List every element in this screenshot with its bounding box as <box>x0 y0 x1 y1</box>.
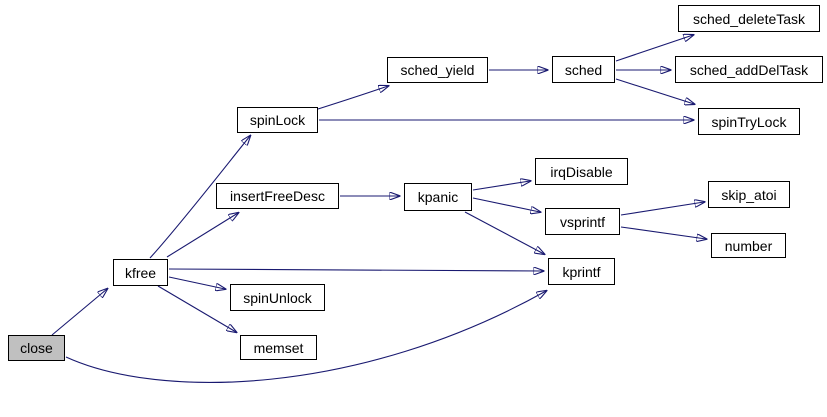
edge-kpanic-vsprintf <box>472 197 540 212</box>
edge-kpanic-irqDisable <box>472 181 530 191</box>
edge-vsprintf-skip_atoi <box>620 202 704 216</box>
edge-kfree-memset <box>157 285 236 332</box>
edge-kfree-spinUnlock <box>168 276 225 289</box>
node-sched[interactable]: sched <box>552 56 615 83</box>
edge-close-kprintf <box>65 291 546 383</box>
node-insertFreeDesc[interactable]: insertFreeDesc <box>216 183 339 209</box>
node-sched_addDelTask[interactable]: sched_addDelTask <box>675 56 823 83</box>
edge-kfree-kprintf <box>168 269 543 271</box>
node-close: close <box>8 335 65 361</box>
node-vsprintf[interactable]: vsprintf <box>545 208 620 235</box>
edge-sched-sched_deleteTask <box>615 35 693 62</box>
node-kfree[interactable]: kfree <box>113 259 168 286</box>
node-spinLock[interactable]: spinLock <box>237 107 318 133</box>
node-spinUnlock[interactable]: spinUnlock <box>230 284 325 311</box>
node-memset[interactable]: memset <box>240 335 317 360</box>
node-kprintf[interactable]: kprintf <box>548 258 615 285</box>
node-sched_yield[interactable]: sched_yield <box>387 57 488 83</box>
edge-kfree-insertFreeDesc <box>166 213 238 258</box>
edge-spinLock-sched_yield <box>317 86 388 110</box>
node-irqDisable[interactable]: irqDisable <box>535 158 628 185</box>
edge-vsprintf-number <box>620 226 706 239</box>
edge-kpanic-kprintf <box>464 211 544 254</box>
node-spinTryLock[interactable]: spinTryLock <box>698 108 800 135</box>
node-sched_deleteTask[interactable]: sched_deleteTask <box>678 5 820 32</box>
edge-kfree-spinLock <box>149 136 250 259</box>
node-number[interactable]: number <box>711 233 786 258</box>
edge-sched-spinTryLock <box>615 78 694 104</box>
node-kpanic[interactable]: kpanic <box>404 183 472 211</box>
node-skip_atoi[interactable]: skip_atoi <box>708 181 790 208</box>
edge-close-kfree <box>51 289 107 336</box>
